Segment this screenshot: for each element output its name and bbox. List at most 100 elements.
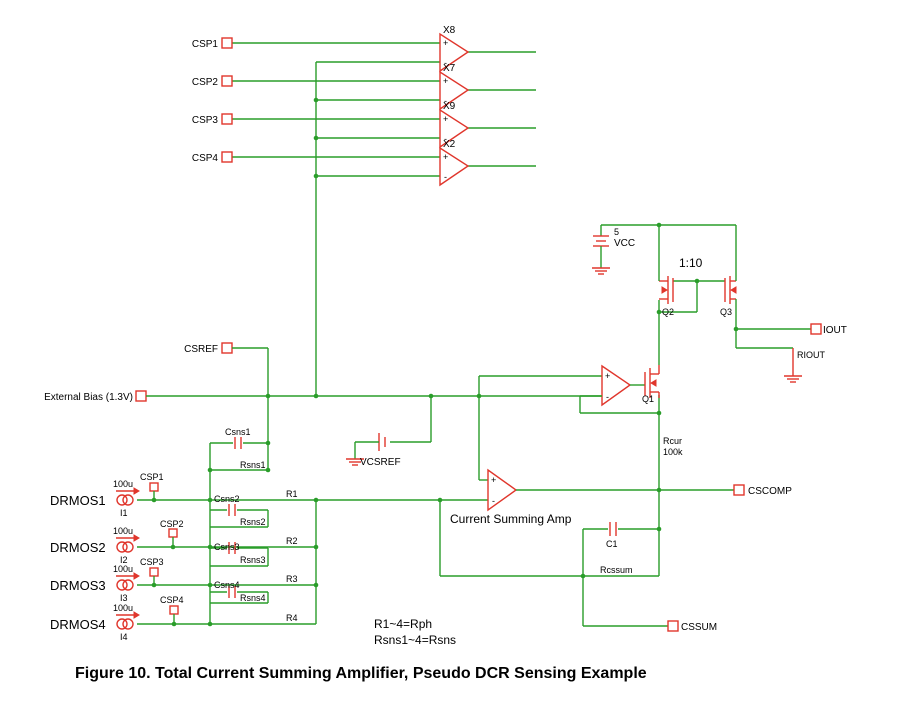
label-x8: X8 <box>443 25 456 36</box>
label-rcur: Rcur <box>663 436 682 446</box>
vcc-source <box>592 225 610 275</box>
label-x2: X2 <box>443 139 456 150</box>
amplifier-x9: +- <box>439 108 470 149</box>
port-csref: CSREF <box>184 342 233 355</box>
label-i1-value: 100u <box>113 479 133 489</box>
label-vcc: VCC <box>614 238 635 249</box>
port-csp3: CSP3 <box>192 113 233 126</box>
label-csns3: Csns3 <box>214 542 240 552</box>
label-r3: R3 <box>286 574 298 584</box>
bias-bus-wire <box>146 375 602 481</box>
current-source-i2 <box>116 534 140 553</box>
vcsref-source: VCSREF <box>346 433 401 468</box>
label-rcssum: Rcssum <box>600 565 633 575</box>
current-summing-amplifier: +- <box>487 468 518 512</box>
port-csref-label: CSREF <box>184 344 218 355</box>
svg-text:+: + <box>443 114 448 124</box>
port-csp3-label: CSP3 <box>192 115 219 126</box>
transistor-q3 <box>724 276 737 304</box>
tap-csp3 <box>149 567 159 588</box>
amplifier-x2: +- <box>439 146 470 187</box>
label-i4: I4 <box>120 632 128 642</box>
port-csp1: CSP1 <box>192 37 233 50</box>
sense-network-wires <box>137 440 659 627</box>
current-source-i3 <box>116 572 140 591</box>
label-tap-csp1: CSP1 <box>140 472 164 482</box>
label-rsns2: Rsns2 <box>240 517 266 527</box>
resistor-riout <box>784 348 802 383</box>
label-q3: Q3 <box>720 307 732 317</box>
label-x7: X7 <box>443 63 456 74</box>
current-source-i4 <box>116 611 140 630</box>
label-q1: Q1 <box>642 394 654 404</box>
label-vcsref: VCSREF <box>360 457 401 468</box>
svg-text:+: + <box>443 76 448 86</box>
svg-text:+: + <box>443 152 448 162</box>
label-r4: R4 <box>286 613 298 623</box>
port-cscomp-label: CSCOMP <box>748 486 792 497</box>
tap-csp1 <box>149 482 159 503</box>
svg-text:-: - <box>444 58 447 68</box>
label-rsns1: Rsns1 <box>240 460 266 470</box>
svg-text:-: - <box>444 96 447 106</box>
label-tap-csp3: CSP3 <box>140 557 164 567</box>
csp-input-wires <box>232 42 440 158</box>
transistor-q1 <box>644 365 660 398</box>
label-riout: RIOUT <box>797 350 826 360</box>
port-iout-label: IOUT <box>823 325 847 336</box>
label-i2: I2 <box>120 555 128 565</box>
comparator-output-wires <box>468 51 536 167</box>
label-csns1: Csns1 <box>225 427 251 437</box>
note-rsns-equals-rsns: Rsns1~4=Rsns <box>374 633 456 647</box>
port-csp4-label: CSP4 <box>192 153 219 164</box>
port-external-bias-label: External Bias (1.3V) <box>44 392 133 403</box>
figure-caption: Figure 10. Total Current Summing Amplifi… <box>75 665 647 682</box>
port-cssum: CSSUM <box>667 620 717 633</box>
label-q2: Q2 <box>662 307 674 317</box>
capacitor-csns1 <box>234 437 242 449</box>
note-r-equals-rph: R1~4=Rph <box>374 617 432 631</box>
port-csp2-label: CSP2 <box>192 77 219 88</box>
port-csp4: CSP4 <box>192 151 233 164</box>
svg-text:+: + <box>605 371 610 381</box>
buffer-amplifier: +- <box>601 364 632 407</box>
capacitor-csns4 <box>228 586 236 598</box>
label-tap-csp4: CSP4 <box>160 595 184 605</box>
label-r1: R1 <box>286 489 298 499</box>
svg-text:-: - <box>606 392 609 402</box>
port-csp2: CSP2 <box>192 75 233 88</box>
label-tap-csp2: CSP2 <box>160 519 184 529</box>
svg-text:+: + <box>491 475 496 485</box>
csref-bus-wire <box>313 61 440 399</box>
svg-text:-: - <box>444 134 447 144</box>
label-drmos3: DRMOS3 <box>50 578 106 593</box>
label-drmos4: DRMOS4 <box>50 617 106 632</box>
transistor-q2 <box>659 276 674 304</box>
label-rsns4: Rsns4 <box>240 593 266 603</box>
label-r2: R2 <box>286 536 298 546</box>
port-iout: IOUT <box>810 323 847 336</box>
label-rcur-value: 100k <box>663 447 683 457</box>
svg-text:-: - <box>444 172 447 182</box>
label-c1: C1 <box>606 539 618 549</box>
label-i1: I1 <box>120 508 128 518</box>
svg-text:-: - <box>492 496 495 506</box>
current-source-i1 <box>116 487 140 506</box>
capacitor-c1 <box>609 522 617 536</box>
label-rsns3: Rsns3 <box>240 555 266 565</box>
capacitor-csns3 <box>228 542 236 554</box>
tap-csp2 <box>168 528 178 550</box>
label-vcc-value: 5 <box>614 227 619 237</box>
label-x9: X9 <box>443 101 456 112</box>
svg-text:+: + <box>443 38 448 48</box>
label-mirror-ratio: 1:10 <box>679 256 703 270</box>
tap-csp4 <box>169 605 179 627</box>
port-cscomp: CSCOMP <box>733 484 792 497</box>
label-drmos2: DRMOS2 <box>50 540 106 555</box>
port-cssum-label: CSSUM <box>681 622 717 633</box>
label-csns4: Csns4 <box>214 580 240 590</box>
label-drmos1: DRMOS1 <box>50 493 106 508</box>
label-csns2: Csns2 <box>214 494 240 504</box>
